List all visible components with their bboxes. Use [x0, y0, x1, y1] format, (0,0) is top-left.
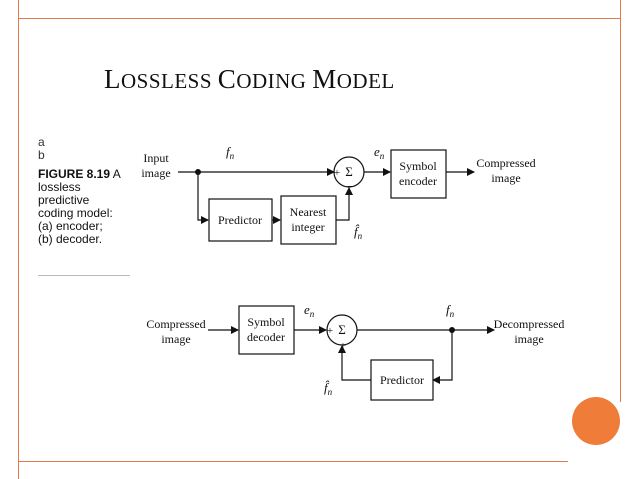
figure-text-a: A: [110, 167, 121, 181]
dec-fhat-label: f̂n: [324, 380, 333, 397]
dec-fn-label: fn: [446, 302, 455, 319]
caption-line-2: coding model:: [38, 206, 113, 220]
frame-line-left-top: [18, 0, 19, 18]
nearest-integer-label-2: integer: [291, 220, 324, 234]
title-part-2: oding: [236, 69, 313, 93]
dec-compressed-label-2: image: [161, 332, 190, 346]
symbol-decoder-label-2: decoder: [247, 330, 285, 344]
dec-line-predictor-to-sum: [338, 345, 371, 381]
dec-plus-sign-bottom: +: [340, 340, 346, 352]
dec-line-tap-to-predictor: [432, 330, 453, 384]
title-part-1: ossless: [121, 69, 218, 93]
enc-line-nearest-to-sum: [336, 187, 353, 221]
figure-caption: a b FIGURE 8.19 A lossless predictive co…: [38, 136, 130, 246]
caption-line-3: (a) encoder;: [38, 219, 103, 233]
dec-plus-sign-left: +: [327, 325, 333, 337]
symbol-decoder-block: [238, 305, 295, 355]
title-cap-2: C: [217, 64, 237, 94]
enc-compressed-label-1: Compressed: [476, 156, 535, 170]
symbol-encoder-label-2: encoder: [399, 174, 437, 188]
enc-en-label: en: [374, 144, 385, 161]
frame-line-bottom: [18, 461, 568, 462]
dec-sigma: Σ: [338, 322, 346, 337]
title-cap-1: L: [104, 64, 121, 94]
frame-line-left: [18, 18, 19, 479]
nearest-integer-label-1: Nearest: [290, 205, 327, 219]
dec-decompressed-label-1: Decompressed: [494, 317, 565, 331]
enc-input-label-1: Input: [143, 151, 169, 165]
symbol-encoder-label-1: Symbol: [399, 159, 437, 173]
caption-sub-b: b: [38, 148, 45, 162]
enc-line-tap-to-predictor: [197, 172, 209, 224]
enc-fn-label: fn: [226, 144, 235, 161]
symbol-encoder-block: [390, 149, 447, 199]
dec-compressed-label-1: Compressed: [146, 317, 205, 331]
enc-compressed-label-2: image: [491, 171, 520, 185]
figure-label: FIGURE 8.19: [38, 167, 111, 181]
decoder-diagram: Compressed image Symbol decoder en Σ + +…: [146, 302, 565, 401]
enc-plus-sign: +: [334, 167, 340, 179]
enc-minus-sign: −: [347, 181, 353, 193]
enc-input-label-2: image: [141, 166, 170, 180]
caption-rule: [38, 275, 130, 276]
caption-line-4: (b) decoder.: [38, 232, 103, 246]
enc-fhat-label: f̂n: [354, 224, 363, 241]
title-cap-3: M: [312, 64, 337, 94]
title-part-3: odel: [336, 69, 395, 93]
dec-en-label: en: [304, 302, 315, 319]
dec-decompressed-label-2: image: [514, 332, 543, 346]
caption-sub-a: a: [38, 135, 45, 149]
dec-predictor-block: [370, 359, 434, 401]
enc-sigma: Σ: [345, 164, 353, 179]
symbol-decoder-label-1: Symbol: [247, 315, 285, 329]
frame-line-right: [620, 0, 621, 402]
frame-line-top: [18, 18, 620, 19]
caption-line-1: lossless predictive: [38, 180, 90, 207]
encoder-diagram: Input image fn Σ + − en Symbol encoder C…: [141, 144, 536, 245]
slide-title: Lossless Coding Model: [104, 64, 395, 95]
dec-predictor-label: Predictor: [380, 373, 424, 387]
decorative-circle: [572, 397, 620, 445]
caption-figure-line: FIGURE 8.19 A: [38, 168, 130, 181]
enc-predictor-label: Predictor: [218, 213, 262, 227]
